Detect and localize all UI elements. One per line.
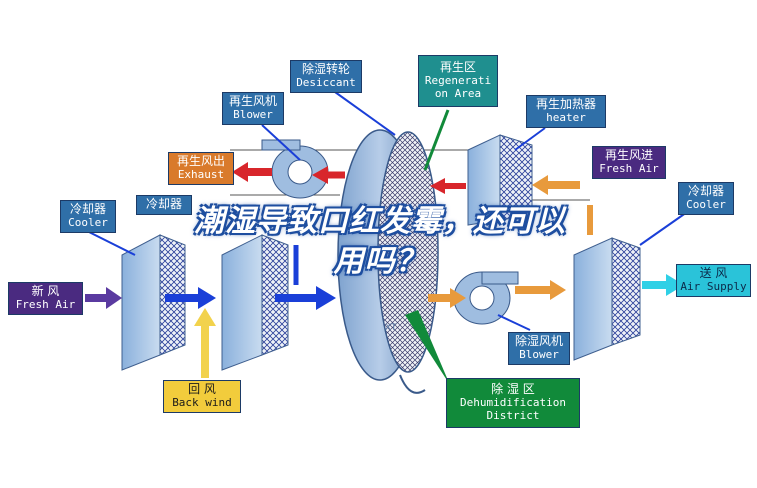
arrow-red-exhaust-head — [232, 162, 248, 182]
label-regen-exhaust: 再生风出 Exhaust — [168, 152, 234, 185]
dehum-zone-pointer — [405, 310, 450, 385]
label-regen-blower: 再生风机 Blower — [222, 92, 284, 125]
desiccant-wheel — [337, 129, 439, 394]
label-cooler-middle: 冷却器 — [136, 195, 192, 215]
watermark-text: XT — [385, 323, 397, 333]
dehum-blower-fan — [453, 271, 519, 325]
overlay-line-1: 潮湿导致口红发霉，还可以 — [194, 204, 566, 239]
label-air-supply: 送 风 Air Supply — [676, 264, 751, 297]
overlay-headline: 潮湿导致口红发霉，还可以 用吗？ — [100, 202, 660, 282]
label-fresh-air: 新 风 Fresh Air — [8, 282, 83, 315]
label-cooler-left: 冷却器 Cooler — [60, 200, 116, 233]
label-regen-fresh: 再生风进 Fresh Air — [592, 146, 666, 179]
overlay-line-2: 用吗？ — [333, 244, 427, 279]
label-dehum-blower: 除湿风机 Blower — [508, 332, 570, 365]
label-cooler-right: 冷却器 Cooler — [678, 182, 734, 215]
right-cooler-unit — [573, 237, 641, 361]
arrows — [84, 91, 691, 385]
label-back-wind: 回 风 Back wind — [163, 380, 241, 413]
label-regen-heater: 再生加热器 heater — [526, 95, 606, 128]
label-dehum-district: 除 湿 区 Dehumidification District — [446, 378, 580, 428]
label-desiccant: 除湿转轮 Desiccant — [290, 60, 362, 93]
regen-heater-unit — [467, 134, 533, 226]
label-regen-area: 再生区 Regenerati on Area — [418, 55, 498, 107]
